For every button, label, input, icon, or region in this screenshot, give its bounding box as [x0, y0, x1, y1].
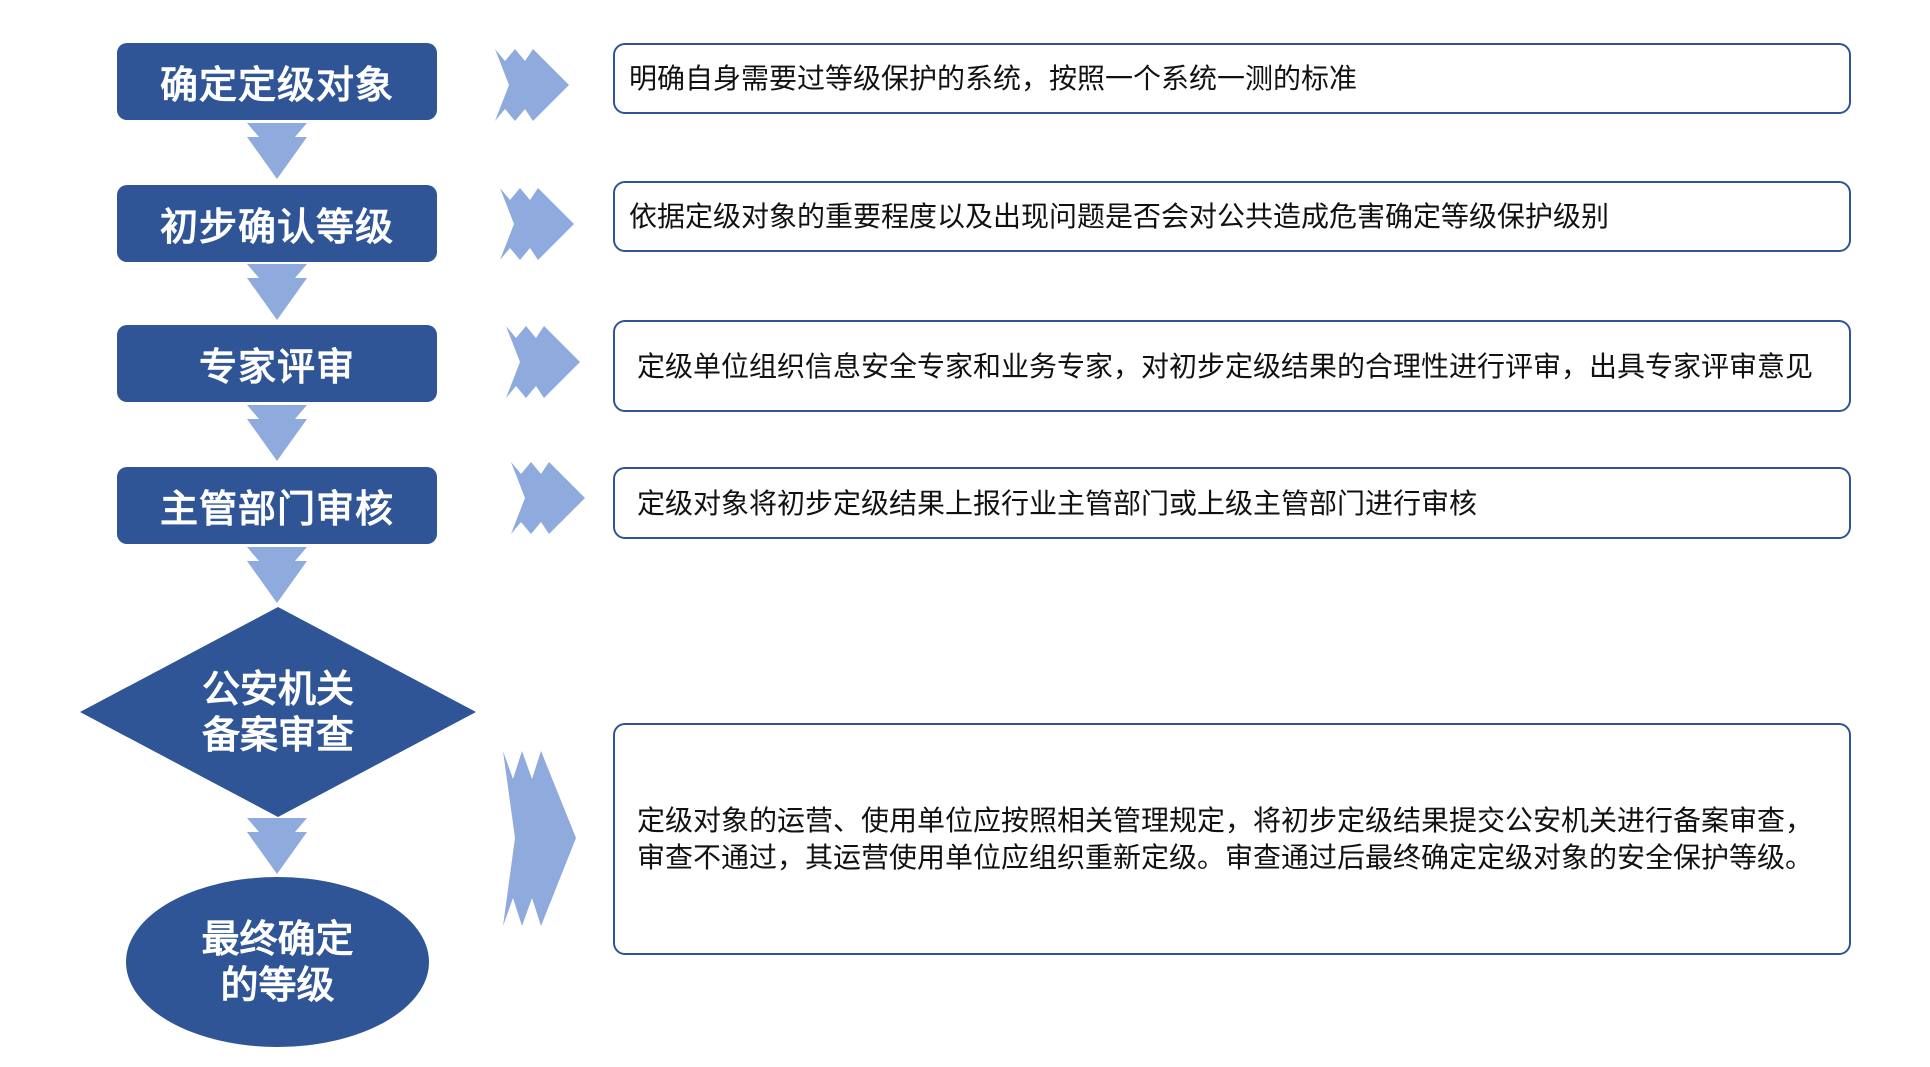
description-box: 定级对象的运营、使用单位应按照相关管理规定，将初步定级结果提交公安机关进行备案审… [613, 723, 1851, 955]
triple-chevron-icon [500, 188, 574, 260]
description-box: 明确自身需要过等级保护的系统，按照一个系统一测的标准 [613, 43, 1851, 114]
final-ellipse [126, 877, 429, 1047]
description-box: 定级单位组织信息安全专家和业务专家，对初步定级结果的合理性进行评审，出具专家评审… [613, 320, 1851, 412]
decision-line2: 备案审查 [201, 713, 354, 757]
description-box: 依据定级对象的重要程度以及出现问题是否会对公共造成危害确定等级保护级别 [613, 181, 1851, 252]
down-arrow-icon [247, 123, 307, 179]
down-arrow-icon [247, 405, 307, 461]
triple-chevron-icon [503, 751, 576, 926]
description-text: 定级对象的运营、使用单位应按照相关管理规定，将初步定级结果提交公安机关进行备案审… [637, 804, 1814, 874]
final-line1: 最终确定 [201, 917, 354, 961]
triple-chevron-icon [511, 462, 585, 534]
step-initial-grade: 初步确认等级 [117, 185, 437, 262]
description-text: 定级单位组织信息安全专家和业务专家，对初步定级结果的合理性进行评审，出具专家评审… [637, 349, 1814, 383]
triple-chevron-icon [495, 49, 569, 121]
description-box: 定级对象将初步定级结果上报行业主管部门或上级主管部门进行审核 [613, 467, 1851, 539]
triple-chevron-icon [506, 326, 580, 398]
down-arrow-icon [247, 818, 307, 874]
decision-line1: 公安机关 [201, 667, 354, 711]
down-arrow-icon [247, 547, 307, 603]
description-text: 定级对象将初步定级结果上报行业主管部门或上级主管部门进行审核 [637, 486, 1478, 520]
step-expert-review: 专家评审 [117, 325, 437, 402]
decision-diamond [80, 607, 476, 817]
step-authority-review: 主管部门审核 [117, 467, 437, 544]
final-line2: 的等级 [220, 963, 335, 1007]
final-label: 最终确定 的等级 [126, 877, 429, 1047]
step-determine-object: 确定定级对象 [117, 43, 437, 120]
description-text: 依据定级对象的重要程度以及出现问题是否会对公共造成危害确定等级保护级别 [629, 200, 1610, 233]
down-arrow-icon [247, 264, 307, 320]
decision-label: 公安机关 备案审查 [80, 607, 476, 817]
description-text: 明确自身需要过等级保护的系统，按照一个系统一测的标准 [629, 62, 1358, 95]
